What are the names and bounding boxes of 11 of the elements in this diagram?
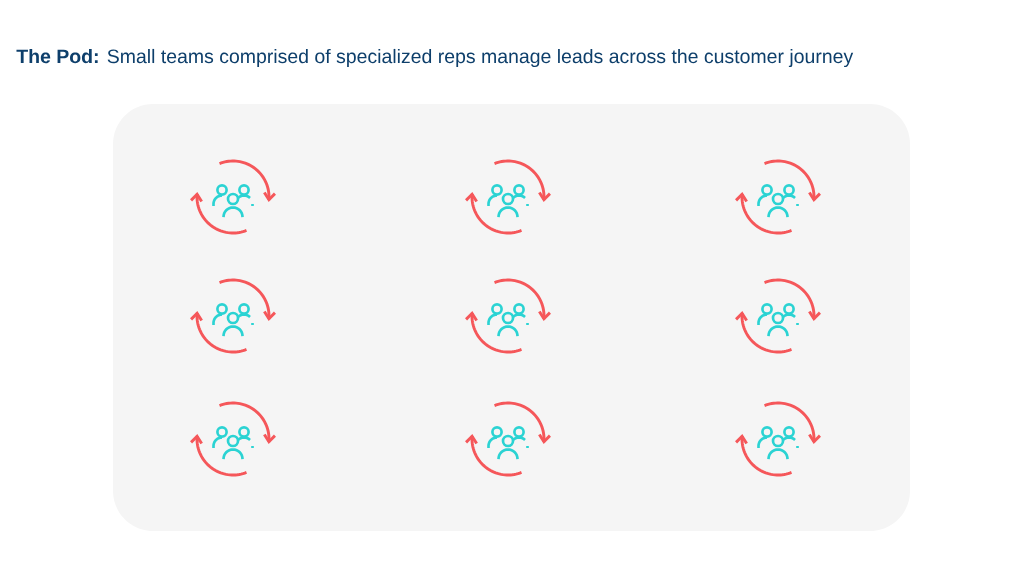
panel-background xyxy=(113,104,910,531)
team-cycle-icon xyxy=(465,401,551,477)
team-cycle-icon xyxy=(190,278,276,354)
team-cycle-icon xyxy=(190,401,276,477)
team-cycle-icon xyxy=(735,159,821,235)
title: The Pod: Small teams comprised of specialized reps manage leads across the customer journey xyxy=(16,48,854,68)
team-cycle-icon xyxy=(465,159,551,235)
team-cycle-icon xyxy=(735,401,821,477)
team-cycle-icon xyxy=(465,278,551,354)
team-cycle-icon xyxy=(190,159,276,235)
team-cycle-icon xyxy=(735,278,821,354)
